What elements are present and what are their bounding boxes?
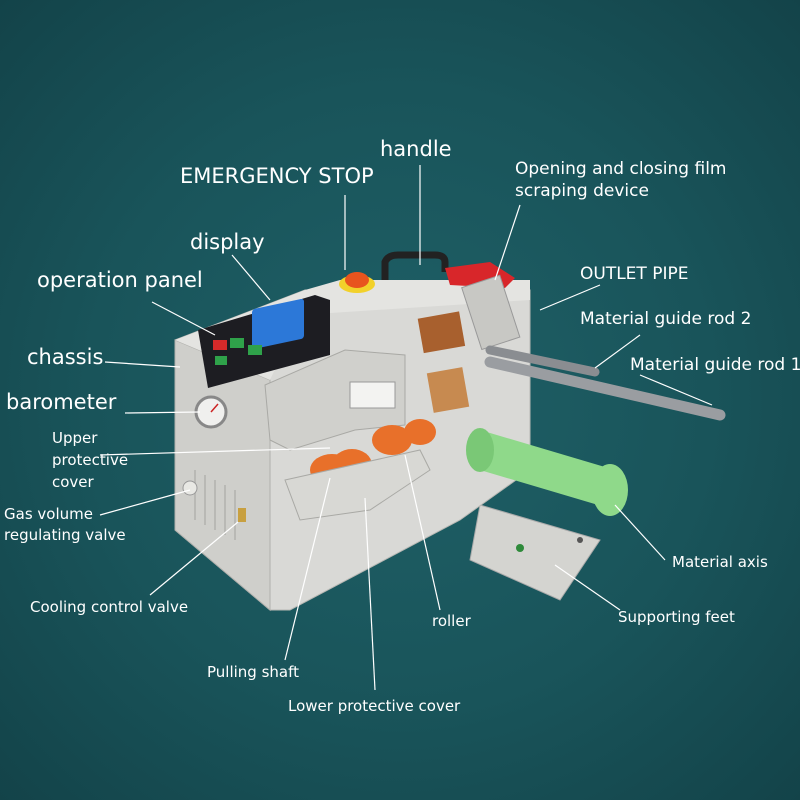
guide-rod-1 <box>484 356 726 421</box>
label-operation-panel: operation panel <box>37 268 203 292</box>
vent-slots <box>194 470 236 540</box>
supporting-feet-plate <box>469 504 601 601</box>
label-roller: roller <box>432 612 471 630</box>
label-pulling-shaft: Pulling shaft <box>207 663 299 681</box>
label-handle: handle <box>380 137 452 161</box>
guide-rod-2 <box>485 345 600 377</box>
label-guide-rod-1: Material guide rod 1 <box>630 355 800 375</box>
label-supporting-feet: Supporting feet <box>618 608 735 626</box>
label-display: display <box>190 230 265 254</box>
emergency-stop-button-icon <box>345 272 369 288</box>
label-gas-valve-line2: regulating valve <box>4 526 126 544</box>
label-film-device-line2: scraping device <box>515 181 649 201</box>
label-emergency-stop: EMERGENCY STOP <box>180 164 374 188</box>
label-gas-valve-line1: Gas volume <box>4 505 93 523</box>
lower-protective-cover <box>284 449 431 521</box>
label-chassis: chassis <box>27 345 104 369</box>
label-upper-cover-line2: protective <box>52 451 129 469</box>
label-upper-cover-line1: Upper <box>52 429 98 447</box>
label-guide-rod-2: Material guide rod 2 <box>580 309 752 329</box>
roller-icon <box>372 425 412 455</box>
handle-bar <box>381 251 449 280</box>
display-screen-icon <box>252 298 304 349</box>
material-axis-cylinder-icon <box>466 428 628 516</box>
label-barometer: barometer <box>6 390 117 414</box>
label-lower-cover: Lower protective cover <box>288 697 461 715</box>
label-cooling-valve: Cooling control valve <box>30 598 189 616</box>
label-film-device-line1: Opening and closing film <box>515 159 727 179</box>
label-upper-cover-line3: cover <box>52 473 94 491</box>
label-material-axis: Material axis <box>672 553 768 571</box>
leader-lines <box>99 165 713 691</box>
upper-protective-cover <box>264 349 406 451</box>
label-outlet-pipe: OUTLET PIPE <box>580 264 689 284</box>
